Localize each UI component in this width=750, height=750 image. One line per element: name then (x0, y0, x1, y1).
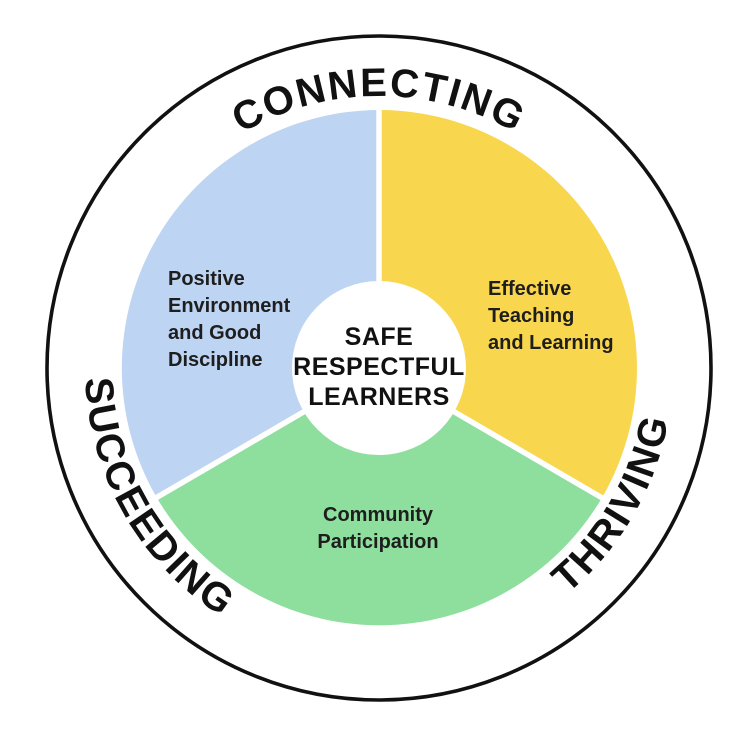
segment-label-community-participation: Community Participation (317, 504, 439, 553)
center-label: SAFE RESPECTFUL LEARNERS (293, 323, 465, 411)
segment-label-positive-environment: Positive Environment and Good Discipline (168, 268, 291, 371)
center-circle (292, 281, 466, 455)
segment-label-effective-teaching: Effective Teaching and Learning (488, 278, 614, 354)
segment-community-participation (156, 368, 603, 626)
